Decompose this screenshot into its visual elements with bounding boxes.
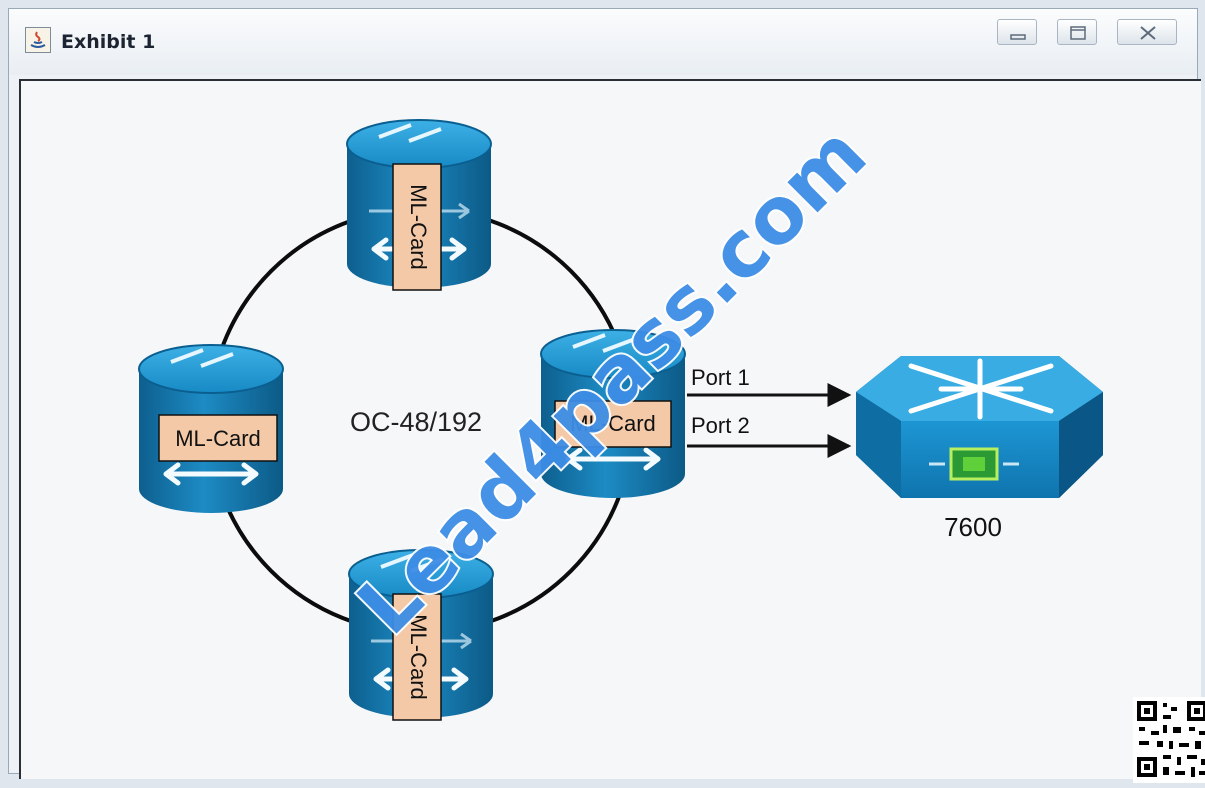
- ml-card-node-top[interactable]: ML-Card: [347, 120, 491, 291]
- ml-card-label: ML-Card: [406, 184, 431, 270]
- port-2-label: Port 2: [691, 413, 750, 438]
- maximize-icon: [1070, 26, 1086, 40]
- link-port-2: Port 2: [687, 413, 852, 458]
- ml-card-label: ML-Card: [570, 411, 656, 436]
- minimize-icon: [1010, 34, 1026, 40]
- network-diagram: ML-Card ML-Card ML-Card ML-Card OC-48/19…: [21, 107, 1103, 721]
- switch-fabric-icon: [908, 358, 1054, 420]
- qr-code: [1133, 697, 1205, 783]
- maximize-button[interactable]: [1057, 19, 1097, 45]
- window-title: Exhibit 1: [61, 31, 156, 53]
- ring-label: OC-48/192: [350, 407, 482, 437]
- ml-card-label: ML-Card: [406, 614, 431, 700]
- ml-card-label-box: [554, 400, 672, 448]
- catalyst-7600-switch[interactable]: 7600: [856, 356, 1103, 542]
- switch-label: 7600: [944, 512, 1002, 542]
- close-button[interactable]: [1117, 19, 1177, 45]
- minimize-button[interactable]: [997, 19, 1037, 45]
- exhibit-window: Exhibit 1: [8, 8, 1205, 783]
- diagram-canvas: ML-Card ML-Card ML-Card ML-Card OC-48/19…: [19, 79, 1201, 779]
- port-1-label: Port 1: [691, 365, 750, 390]
- ml-card-label-box: [392, 163, 442, 291]
- ml-card-node-right[interactable]: ML-Card: [541, 330, 685, 498]
- ml-card-label: ML-Card: [175, 426, 261, 451]
- link-port-1: Port 1: [687, 365, 852, 407]
- ml-card-label-box: [392, 593, 442, 721]
- close-icon: [1140, 26, 1156, 40]
- module-icon: [929, 447, 1019, 481]
- java-app-icon: [25, 27, 51, 53]
- ml-card-label-box: [158, 414, 278, 462]
- ml-card-node-left[interactable]: ML-Card: [139, 345, 283, 513]
- ml-card-node-bottom[interactable]: ML-Card: [349, 550, 493, 721]
- title-bar[interactable]: Exhibit 1: [9, 9, 1197, 75]
